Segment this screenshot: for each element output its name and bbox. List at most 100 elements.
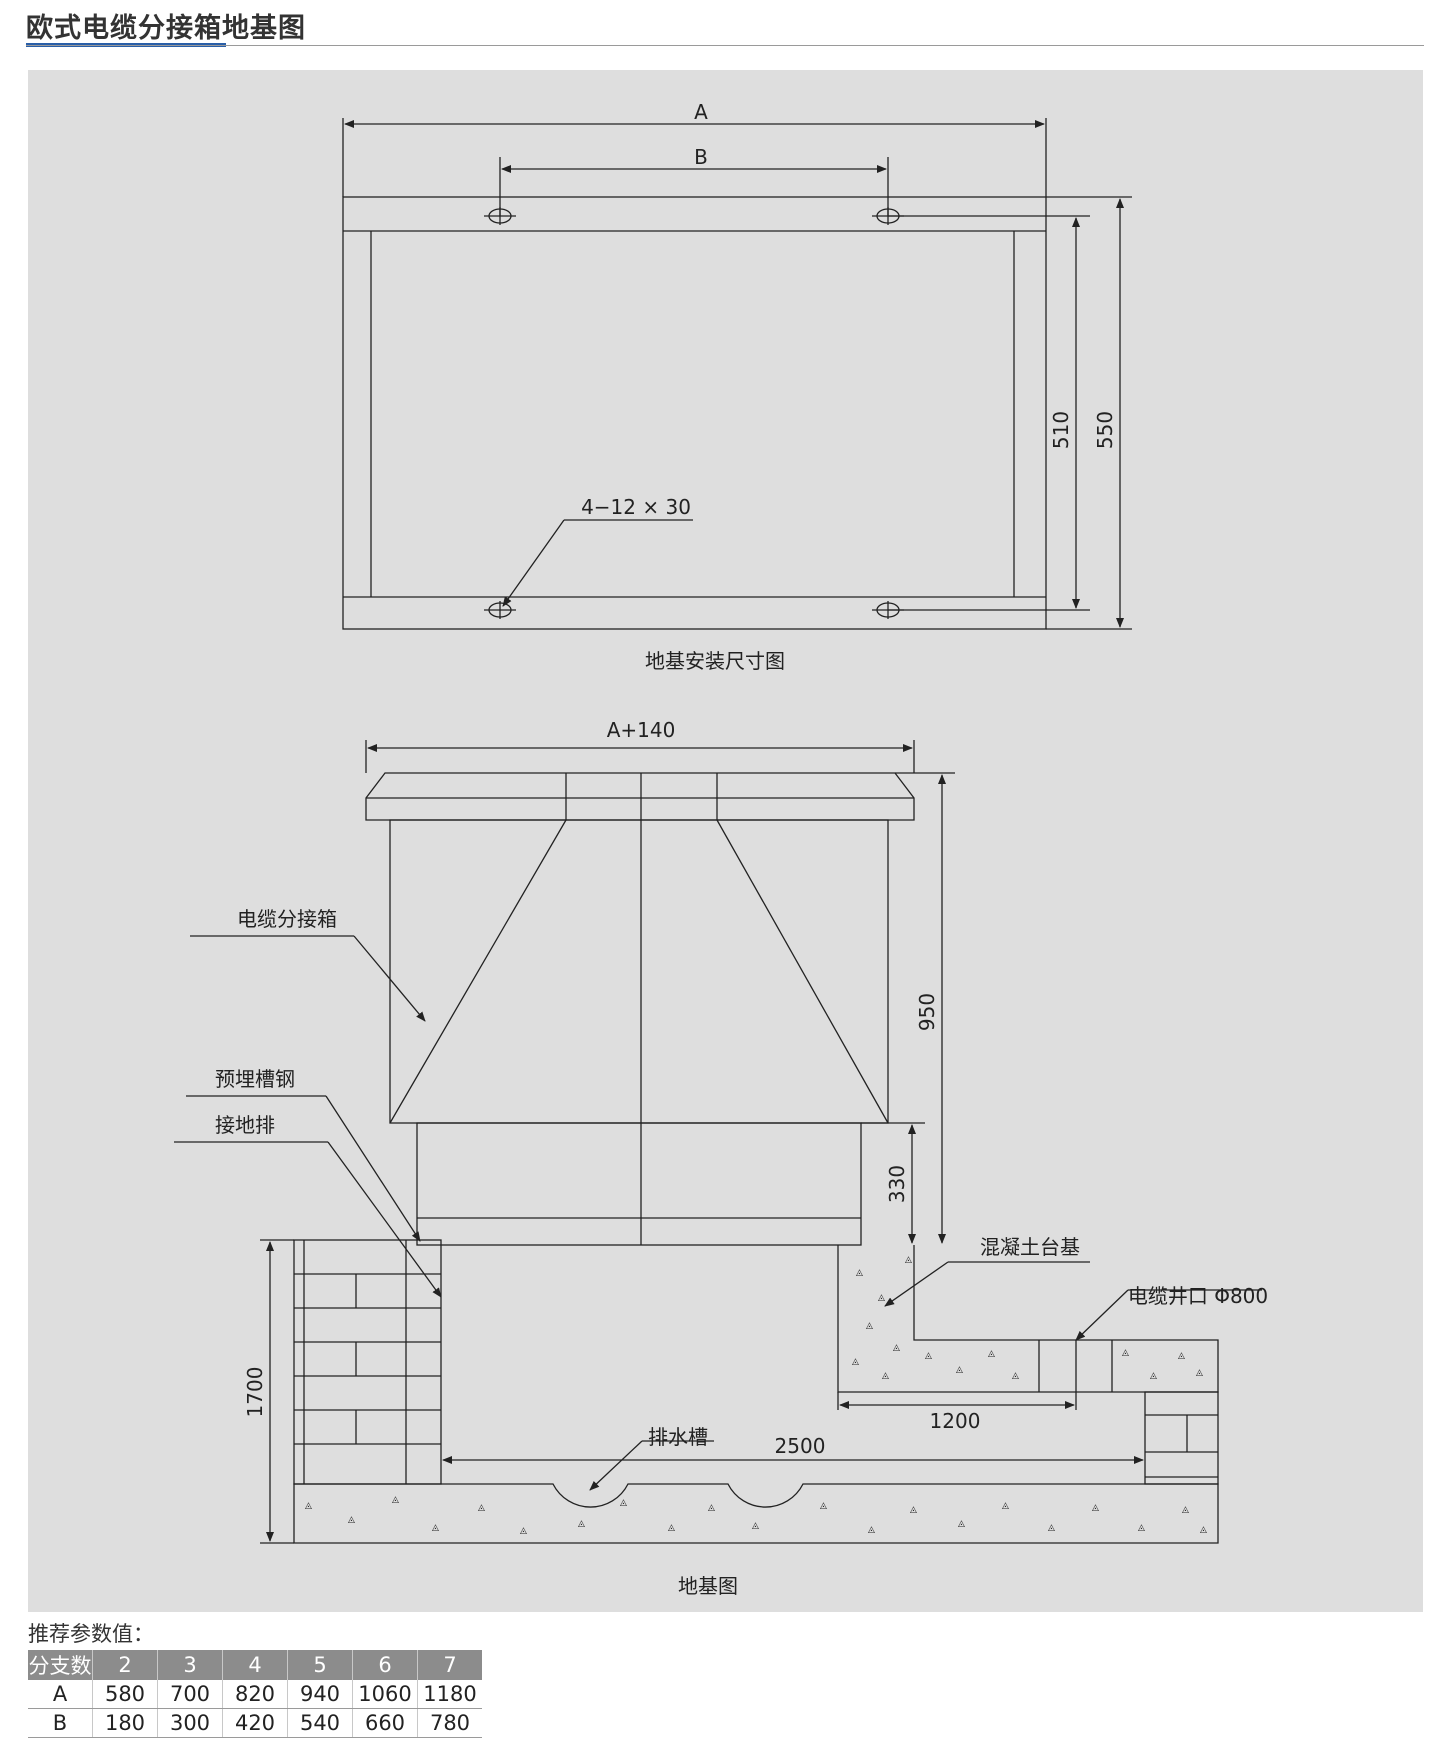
svg-text:◬: ◬ <box>878 1293 885 1303</box>
table-cell: 1060 <box>352 1680 418 1709</box>
dim-line-550 <box>1046 196 1132 630</box>
concrete-pad <box>837 1245 1219 1393</box>
svg-text:◬: ◬ <box>578 1519 585 1529</box>
dim-label-950: 950 <box>915 993 939 1031</box>
table-cell: 420 <box>222 1708 288 1738</box>
dim-line-B <box>499 157 889 216</box>
table-header-cell: 3 <box>157 1650 223 1680</box>
table-cell: 820 <box>222 1680 288 1709</box>
svg-text:◬: ◬ <box>882 1371 889 1381</box>
plan-frame <box>342 196 1047 630</box>
leader-drain <box>589 1440 714 1491</box>
svg-text:◬: ◬ <box>1182 1505 1189 1515</box>
table-cell: A <box>28 1680 93 1709</box>
label-ground-bar: 接地排 <box>215 1113 275 1137</box>
drawing-panel <box>28 70 1423 1612</box>
table-header-cell: 分支数 <box>28 1650 93 1680</box>
dim-label-A: A <box>694 100 708 124</box>
svg-text:◬: ◬ <box>988 1349 995 1359</box>
svg-text:◬: ◬ <box>910 1505 917 1515</box>
svg-text:◬: ◬ <box>348 1515 355 1525</box>
svg-text:◬: ◬ <box>1012 1371 1019 1381</box>
svg-text:◬: ◬ <box>432 1523 439 1533</box>
dim-label-A140: A+140 <box>607 718 676 742</box>
base-slab <box>293 1483 1219 1544</box>
dim-line-A <box>342 118 1047 197</box>
params-heading: 推荐参数值： <box>28 1622 154 1646</box>
label-drain: 排水槽 <box>648 1425 708 1449</box>
dim-label-510: 510 <box>1049 411 1073 449</box>
plan-caption: 地基安装尺寸图 <box>645 649 785 673</box>
table-header-row: 分支数 2 3 4 5 6 7 <box>28 1650 482 1680</box>
label-concrete-base: 混凝土台基 <box>980 1235 1080 1259</box>
table-cell: B <box>28 1708 93 1738</box>
title-divider <box>26 45 1424 46</box>
label-cable-well: 电缆井口 Φ800 <box>1128 1284 1268 1308</box>
table-cell: 780 <box>417 1708 482 1738</box>
svg-text:◬: ◬ <box>1138 1523 1145 1533</box>
svg-text:◬: ◬ <box>478 1503 485 1513</box>
table-header-cell: 6 <box>352 1650 418 1680</box>
dim-line-950 <box>895 772 955 1244</box>
section-caption: 地基图 <box>678 1574 738 1598</box>
leader-box <box>190 935 426 1022</box>
right-brick-column <box>1144 1391 1219 1485</box>
svg-text:◬: ◬ <box>868 1525 875 1535</box>
svg-text:◬: ◬ <box>856 1268 863 1278</box>
table-cell: 1180 <box>417 1680 482 1709</box>
svg-text:◬: ◬ <box>866 1321 873 1331</box>
table-header-cell: 7 <box>417 1650 482 1680</box>
svg-text:◬: ◬ <box>1122 1348 1129 1358</box>
svg-text:◬: ◬ <box>1150 1371 1157 1381</box>
left-brick-wall <box>293 1239 442 1485</box>
cabinet-base <box>416 1122 862 1246</box>
leader-well <box>1075 1289 1262 1341</box>
table-cell: 540 <box>287 1708 353 1738</box>
svg-text:◬: ◬ <box>925 1351 932 1361</box>
svg-text:◬: ◬ <box>956 1365 963 1375</box>
concrete-hatching: ◬◬◬ ◬◬◬ ◬◬◬ ◬◬◬ ◬◬◬ ◬◬◬ ◬◬◬ ◬◬◬ ◬◬◬ ◬◬◬ … <box>305 1255 1207 1536</box>
table-cell: 180 <box>92 1708 158 1738</box>
hole-note: 4−12 × 30 <box>581 495 691 519</box>
svg-text:◬: ◬ <box>852 1357 859 1367</box>
svg-text:◬: ◬ <box>1048 1523 1055 1533</box>
svg-text:◬: ◬ <box>905 1255 912 1265</box>
hole-note-leader <box>502 519 693 607</box>
label-cable-box: 电缆分接箱 <box>237 907 337 931</box>
mounting-hole <box>484 601 516 619</box>
dim-label-1700: 1700 <box>243 1367 267 1418</box>
svg-text:◬: ◬ <box>820 1501 827 1511</box>
dim-label-1200: 1200 <box>930 1409 981 1433</box>
params-table: 分支数 2 3 4 5 6 7 A 580 700 820 940 1060 1… <box>28 1650 482 1738</box>
svg-text:◬: ◬ <box>392 1495 399 1505</box>
svg-text:◬: ◬ <box>1196 1368 1203 1378</box>
dim-line-A140 <box>365 740 915 773</box>
svg-text:◬: ◬ <box>1200 1525 1207 1535</box>
table-cell: 700 <box>157 1680 223 1709</box>
svg-text:◬: ◬ <box>1002 1501 1009 1511</box>
leader-channel <box>186 1095 421 1242</box>
dim-line-510 <box>888 215 1090 611</box>
table-cell: 580 <box>92 1680 158 1709</box>
svg-text:◬: ◬ <box>1178 1351 1185 1361</box>
cabinet-body <box>389 819 889 1124</box>
table-header-cell: 5 <box>287 1650 353 1680</box>
table-cell: 660 <box>352 1708 418 1738</box>
svg-text:◬: ◬ <box>668 1523 675 1533</box>
dim-label-550: 550 <box>1093 411 1117 449</box>
table-cell: 300 <box>157 1708 223 1738</box>
table-row: A 580 700 820 940 1060 1180 <box>28 1680 482 1709</box>
page-title: 欧式电缆分接箱地基图 <box>26 13 306 44</box>
cabinet-lid <box>365 772 915 1245</box>
svg-text:◬: ◬ <box>893 1343 900 1353</box>
svg-text:◬: ◬ <box>520 1526 527 1536</box>
dim-label-B: B <box>694 145 708 169</box>
leader-concrete <box>884 1261 1090 1307</box>
svg-text:◬: ◬ <box>752 1521 759 1531</box>
svg-text:◬: ◬ <box>1092 1503 1099 1513</box>
dim-line-1200 <box>837 1392 1077 1410</box>
svg-text:◬: ◬ <box>620 1498 627 1508</box>
svg-text:◬: ◬ <box>305 1501 312 1511</box>
table-cell: 940 <box>287 1680 353 1709</box>
